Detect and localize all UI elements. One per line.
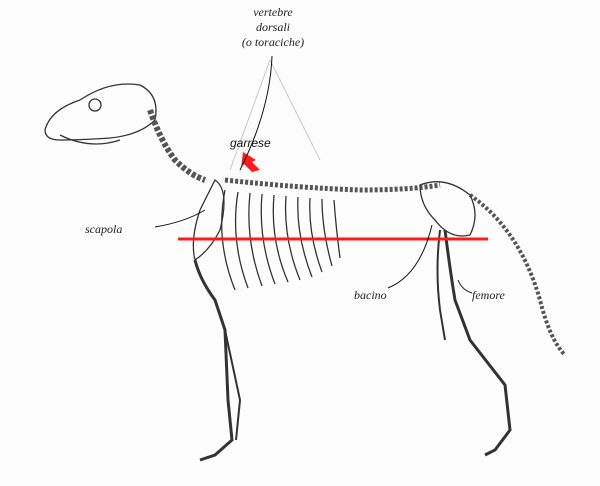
label-line: (o toraciche) — [241, 35, 305, 49]
bacino-pointer — [387, 224, 433, 289]
label-garrese: garrese — [230, 136, 271, 150]
hind-leg — [443, 229, 512, 457]
label-scapola: scapola — [85, 222, 123, 236]
label-vertebre-dorsali: vertebre dorsali (o toraciche) — [228, 5, 318, 50]
label-line: vertebre — [253, 5, 293, 19]
tail — [468, 193, 567, 357]
pelvis — [419, 181, 476, 237]
scapola-pointer — [154, 209, 206, 228]
label-femore: femore — [472, 288, 505, 302]
front-leg — [193, 259, 234, 462]
guide-lines — [229, 59, 321, 171]
neck-vertebrae — [147, 109, 207, 183]
femore-pointer — [457, 279, 473, 294]
skull — [44, 83, 157, 141]
spine — [224, 177, 441, 193]
label-line: dorsali — [255, 20, 290, 34]
vertebre-pointer — [239, 55, 273, 171]
label-bacino: bacino — [354, 288, 387, 302]
